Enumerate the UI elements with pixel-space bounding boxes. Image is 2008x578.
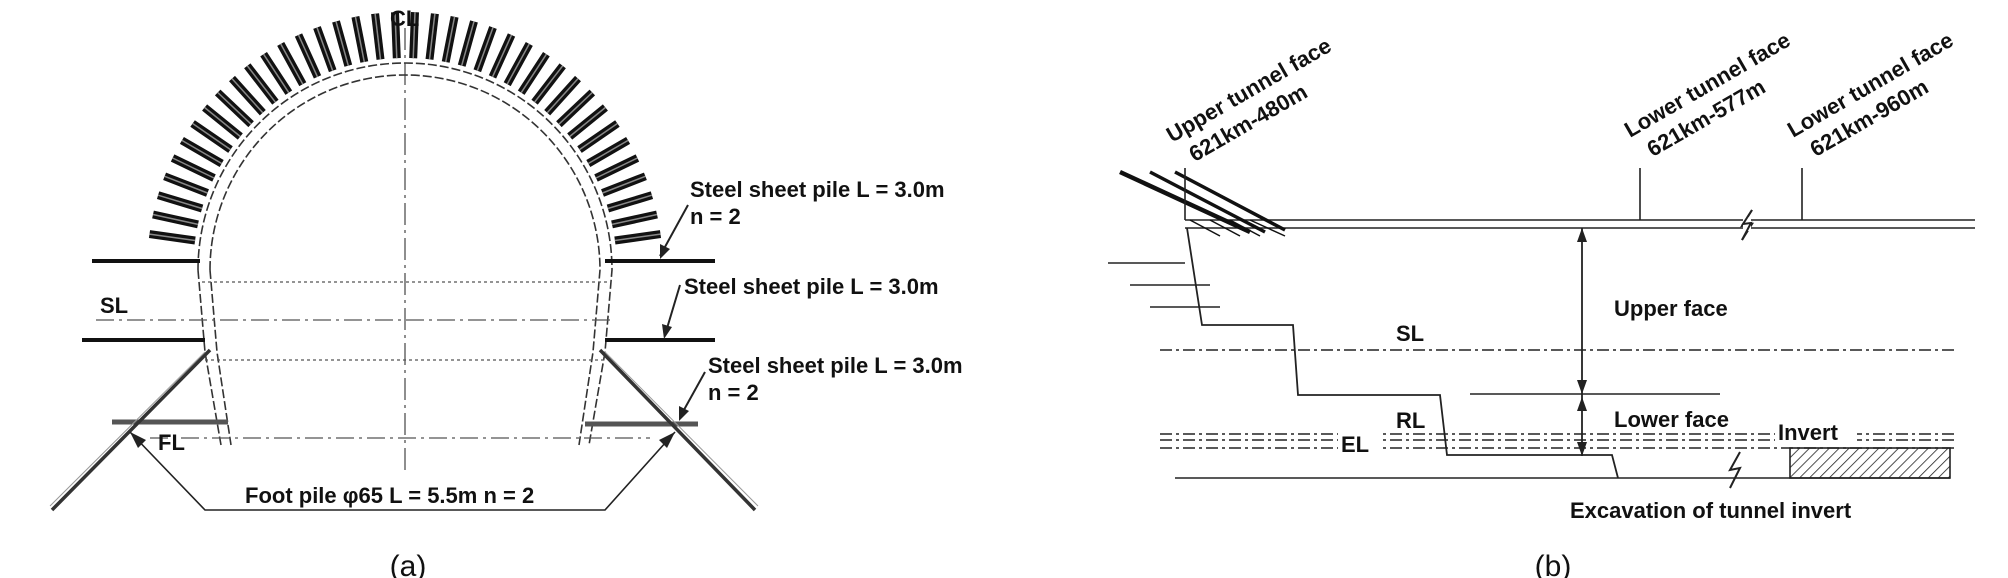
pile-3-label: Steel sheet pile L = 3.0m xyxy=(708,353,963,378)
rock-bolt-highlight xyxy=(595,157,638,179)
excavation-label: Excavation of tunnel invert xyxy=(1570,498,1852,523)
sl-label: SL xyxy=(100,293,128,318)
rock-bolt-highlight xyxy=(164,175,208,194)
upper-tunnel-face-label-group: Upper tunnel face 621km-480m xyxy=(1162,33,1335,167)
rock-bolt-highlight xyxy=(428,13,436,60)
tunnel-lining-inner xyxy=(209,74,601,446)
leader-pile-1-head xyxy=(660,244,670,259)
rock-bolt-highlight xyxy=(149,233,196,242)
rock-bolt-highlight xyxy=(280,43,304,85)
forepole-2 xyxy=(1149,170,1266,234)
rock-bolt-highlight xyxy=(506,43,530,85)
pile-3-count: n = 2 xyxy=(708,380,759,405)
forepole-4 xyxy=(1189,219,1221,237)
rock-bolt-highlight xyxy=(587,139,629,165)
rock-bolts xyxy=(148,12,662,245)
forepole-6 xyxy=(1229,219,1261,237)
el-label-b: EL xyxy=(1341,432,1369,457)
rock-bolt-highlight xyxy=(546,78,579,114)
foot-pile-arrow-left xyxy=(130,432,146,448)
tunnel-lining-outer-left xyxy=(197,269,222,446)
foot-pile-bracket xyxy=(129,431,676,511)
sl-label-b: SL xyxy=(1396,321,1424,346)
upper-face-arrow-top xyxy=(1577,228,1587,242)
rock-bolt-highlight xyxy=(297,34,319,78)
rock-bolt-highlight xyxy=(262,53,290,94)
invert-block xyxy=(1789,447,1951,479)
rock-bolt-highlight xyxy=(614,233,661,242)
lower-face-label: Lower face xyxy=(1614,407,1729,432)
rock-bolt-highlight xyxy=(491,34,513,78)
foot-pile-right-inner xyxy=(604,351,759,507)
rock-bolt-highlight xyxy=(374,13,382,60)
pile-2-label: Steel sheet pile L = 3.0m xyxy=(684,274,939,299)
rock-bolt-highlight xyxy=(335,21,350,66)
rl-label-b: RL xyxy=(1396,408,1425,433)
rock-bolt-highlight xyxy=(394,12,398,59)
foot-pile-left xyxy=(50,348,212,512)
base-break-symbol xyxy=(1728,451,1742,489)
rock-bolt-highlight xyxy=(172,157,215,179)
excavation-profile xyxy=(1186,227,1619,479)
rock-bolt-highlight xyxy=(476,27,494,71)
rock-bolt-highlight xyxy=(231,78,264,114)
pile-1-label: Steel sheet pile L = 3.0m xyxy=(690,177,945,202)
tunnel-lining-outer xyxy=(197,62,613,446)
rock-bolt-highlight xyxy=(192,122,231,151)
rock-bolt-highlight xyxy=(602,175,646,194)
el-label-bg xyxy=(1338,430,1380,454)
caption-b: (b) xyxy=(1535,550,1572,578)
invert-label: Invert xyxy=(1778,420,1839,445)
rock-bolt-highlight xyxy=(444,16,456,63)
panel-b: Upper tunnel face 621km-480m Lower tunne… xyxy=(1108,27,1975,578)
lower-face-arrow-top xyxy=(1577,397,1587,411)
cl-label: CL xyxy=(390,6,419,31)
rock-bolt-highlight xyxy=(152,213,199,226)
lower-tunnel-face-1-label-group: Lower tunnel face 621km-577m xyxy=(1620,27,1794,161)
rock-bolt-highlight xyxy=(460,21,475,66)
rock-bolt-highlight xyxy=(181,139,223,165)
rock-bolt-highlight xyxy=(316,27,334,71)
invert-label-bg xyxy=(1775,420,1857,442)
leader-pile-3-head xyxy=(679,406,689,421)
forepole-7 xyxy=(1249,219,1286,237)
foot-pile-left-inner xyxy=(49,351,206,507)
rock-bolt-highlight xyxy=(354,16,366,63)
caption-a: (a) xyxy=(390,550,427,578)
pile-1-count: n = 2 xyxy=(690,204,741,229)
fl-label: FL xyxy=(158,430,185,455)
rock-bolt-highlight xyxy=(607,194,653,210)
lower-face-arrow-bottom xyxy=(1577,442,1587,456)
forepole-3 xyxy=(1174,170,1286,232)
leader-pile-2-head xyxy=(662,324,672,339)
rock-bolt-highlight xyxy=(534,65,564,103)
lower-tunnel-face-2-label-group: Lower tunnel face 621km-960m xyxy=(1783,27,1957,161)
surface-break-zigzag xyxy=(1741,209,1753,241)
foot-pile-label: Foot pile φ65 L = 5.5m n = 2 xyxy=(245,483,534,508)
rock-bolt-highlight xyxy=(217,91,252,125)
upper-face-arrow-bottom xyxy=(1577,380,1587,394)
tunnel-lining-inner-left xyxy=(209,269,232,446)
rock-bolt-highlight xyxy=(204,106,241,138)
rock-bolt-highlight xyxy=(246,65,276,103)
upper-face-label: Upper face xyxy=(1614,296,1728,321)
rock-bolt-highlight xyxy=(520,53,548,94)
forepole-5 xyxy=(1209,219,1241,237)
rock-bolt-highlight xyxy=(412,12,416,59)
rock-bolt-highlight xyxy=(157,194,203,210)
panel-a: CL SL FL Steel sheet pile L = 3.0m n = 2… xyxy=(49,6,963,578)
rock-bolt-highlight xyxy=(558,91,593,125)
rock-bolt-highlight xyxy=(611,213,658,226)
foot-pile-arrow-right xyxy=(659,432,675,448)
rock-bolt-highlight xyxy=(579,122,618,151)
rock-bolt-highlight xyxy=(569,106,606,138)
foot-pile-right xyxy=(598,348,757,512)
